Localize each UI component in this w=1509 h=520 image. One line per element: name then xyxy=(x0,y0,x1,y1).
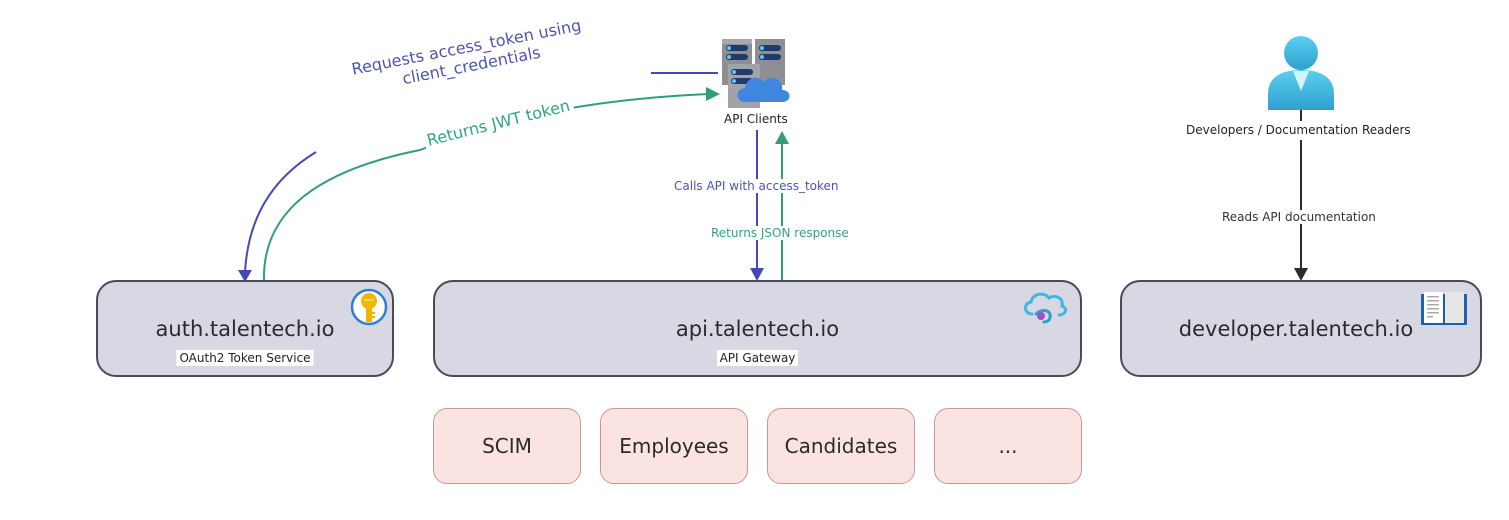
api-node-title: api.talentech.io xyxy=(675,317,840,341)
edge-return-jwt-arrowhead xyxy=(706,87,720,101)
cloud-gateway-icon xyxy=(1020,290,1068,324)
book-icon xyxy=(1420,291,1468,325)
edge-return-json-label: Returns JSON response xyxy=(711,226,849,240)
edge-return-jwt-curve xyxy=(262,93,709,282)
edge-request-token-arrowhead xyxy=(238,270,252,282)
service-label: Employees xyxy=(619,434,729,458)
developers-label: Developers / Documentation Readers xyxy=(1186,123,1411,137)
auth-node-subtitle: OAuth2 Token Service xyxy=(176,350,314,366)
api-clients-label: API Clients xyxy=(724,112,788,126)
service-scim[interactable]: SCIM xyxy=(433,408,581,484)
api-node-subtitle: API Gateway xyxy=(716,350,799,366)
service-employees[interactable]: Employees xyxy=(600,408,748,484)
auth-node-title: auth.talentech.io xyxy=(155,317,335,341)
service-label: ... xyxy=(998,434,1018,458)
edge-return-json-arrowhead xyxy=(775,131,789,144)
edge-call-api-arrowhead xyxy=(750,268,764,281)
service-label: SCIM xyxy=(482,434,532,458)
developer-node-title: developer.talentech.io xyxy=(1178,317,1414,341)
key-icon xyxy=(350,288,388,326)
server-cloud-icon xyxy=(720,38,794,108)
service-label: Candidates xyxy=(784,434,898,458)
api-node[interactable]: api.talentech.io API Gateway xyxy=(433,280,1082,377)
edge-request-token-curve xyxy=(244,151,317,273)
service-more[interactable]: ... xyxy=(934,408,1082,484)
edge-read-docs-arrowhead xyxy=(1294,268,1308,281)
edge-read-docs-label: Reads API documentation xyxy=(1222,210,1376,224)
auth-node[interactable]: auth.talentech.io OAuth2 Token Service xyxy=(96,280,394,377)
service-candidates[interactable]: Candidates xyxy=(767,408,915,484)
user-icon xyxy=(1266,36,1336,110)
developer-node[interactable]: developer.talentech.io xyxy=(1120,280,1482,377)
edge-call-api-label: Calls API with access_token xyxy=(674,179,839,193)
